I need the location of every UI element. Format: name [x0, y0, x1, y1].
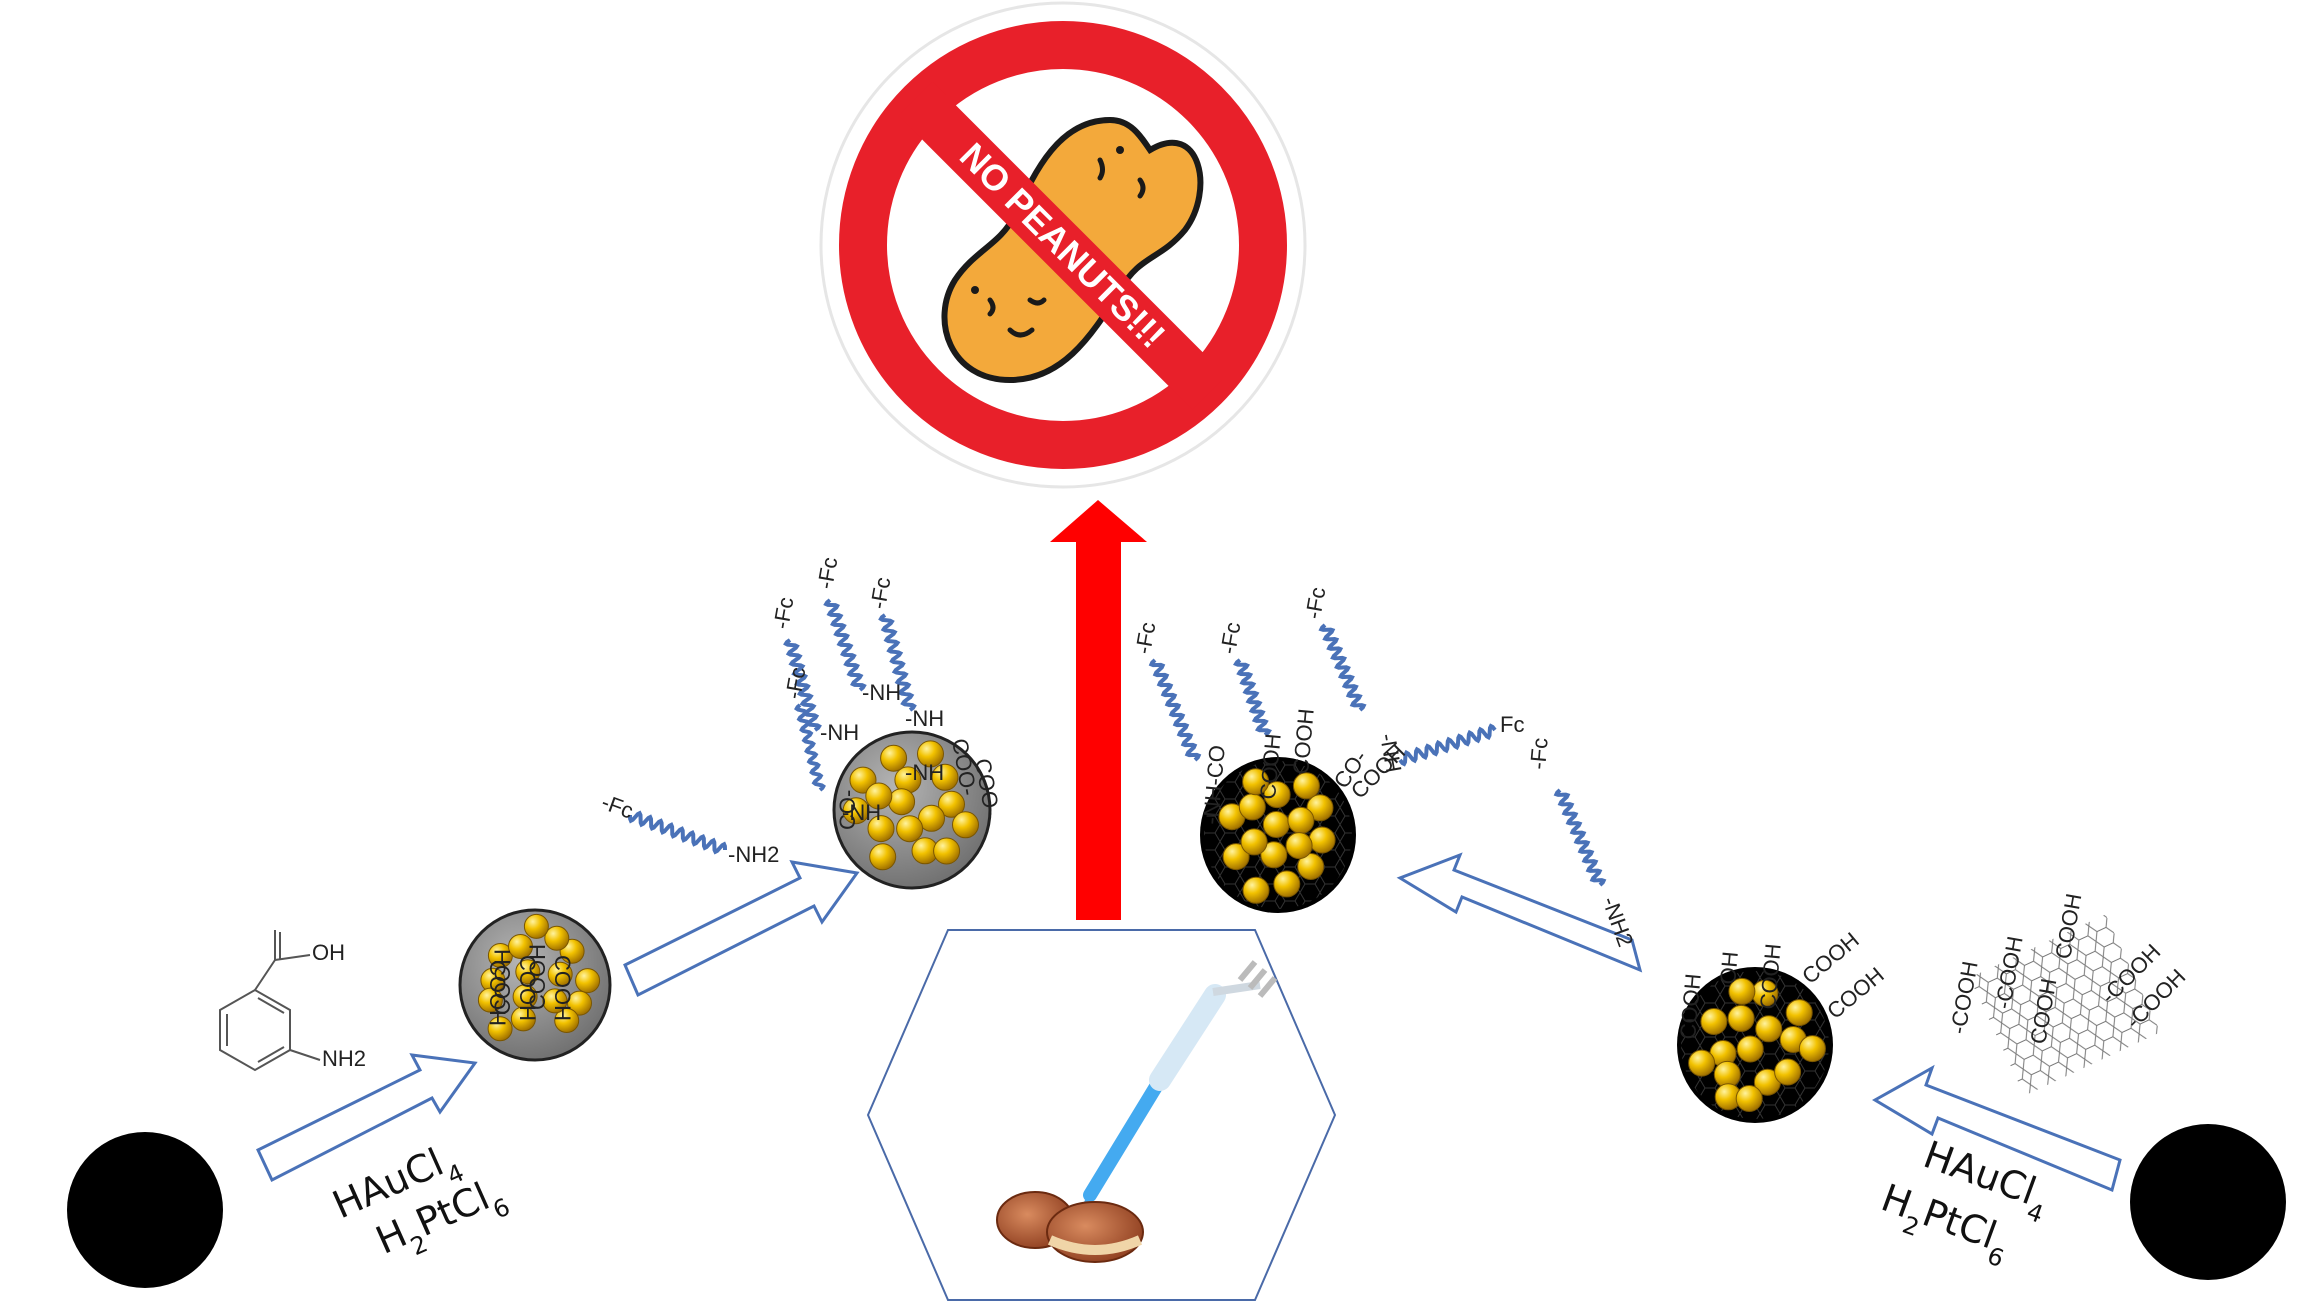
- cooh-label: OH: [1715, 950, 1743, 985]
- gold-nanoparticle: [870, 844, 896, 870]
- gold-nanoparticle: [1701, 1009, 1727, 1035]
- gold-nanoparticle: [934, 838, 960, 864]
- gold-nanoparticle: [1737, 1036, 1763, 1062]
- gold-nanoparticle: [1736, 1086, 1762, 1112]
- fc-label: Fc: [1500, 712, 1524, 737]
- cooh-label: COOH: [1288, 708, 1319, 776]
- gold-nanoparticle: [1274, 871, 1300, 897]
- sample-hexagon: [868, 930, 1335, 1300]
- fc-nh2-linker-left: -Fc -NH2: [598, 789, 779, 867]
- gold-nanoparticle: [953, 812, 979, 838]
- gold-nanoparticle: [1799, 1036, 1825, 1062]
- gold-nanoparticle: [1293, 773, 1319, 799]
- cooh-label: -COOH: [1945, 959, 1982, 1036]
- nh-label: -NH: [862, 680, 901, 705]
- fc-label: -Fc: [1215, 620, 1245, 656]
- particle-1-groups: COOH COOH COOH COOH COOH: [485, 944, 575, 1026]
- reagents-left: HAuCl4 H2PtCl6: [326, 1122, 514, 1283]
- fc-label: -Fc: [1130, 620, 1160, 656]
- carbon-sphere-right: [2130, 1124, 2286, 1280]
- gold-nanoparticle: [1756, 1016, 1782, 1042]
- fc-label: -Fc: [1525, 737, 1553, 771]
- cooh-label: COOH: [490, 949, 515, 1015]
- gold-nanoparticle: [524, 914, 548, 938]
- cooh-label: COOH: [525, 944, 550, 1010]
- anthranilic-acid-molecule: [220, 930, 320, 1070]
- no-peanuts-sign: NO PEANUTS!!!: [821, 3, 1305, 487]
- fc-label: -Fc: [812, 555, 842, 591]
- gold-nanoparticle: [1689, 1050, 1715, 1076]
- nh2-label: NH2: [322, 1046, 366, 1071]
- nh-label: -NH: [905, 760, 944, 785]
- gold-nanoparticle: [1786, 1000, 1812, 1026]
- gold-nanoparticle: [1309, 827, 1335, 853]
- gold-nanoparticle: [1241, 829, 1267, 855]
- nh-label: -NH: [820, 720, 859, 745]
- gold-nanoparticle: [1775, 1059, 1801, 1085]
- detection-red-arrow: [1050, 500, 1147, 920]
- arrow-2: [625, 862, 857, 995]
- gold-nanoparticle: [1243, 877, 1269, 903]
- arrow-1: [258, 1055, 475, 1180]
- fc-label: -Fc: [1300, 585, 1330, 621]
- gold-nanoparticle: [1286, 833, 1312, 859]
- gold-nanoparticle: [889, 789, 915, 815]
- carbon-sphere-left: [67, 1132, 223, 1288]
- gold-nanoparticle: [1263, 812, 1289, 838]
- gold-nanoparticle: [881, 745, 907, 771]
- gold-nanoparticle: [1728, 1005, 1754, 1031]
- fc-label: -Fc: [865, 575, 895, 611]
- gold-nanoparticle: [576, 969, 600, 993]
- oh-label: OH: [312, 940, 345, 965]
- co-label: CO-: [835, 790, 860, 830]
- gold-nanoparticle: [897, 816, 923, 842]
- nh2-label: -NH2: [728, 842, 779, 867]
- nh-label: -NH: [905, 706, 944, 731]
- gold-nanoparticle: [1288, 807, 1314, 833]
- fc-label: -Fc: [768, 595, 798, 631]
- cooh-label: COOH: [550, 955, 575, 1021]
